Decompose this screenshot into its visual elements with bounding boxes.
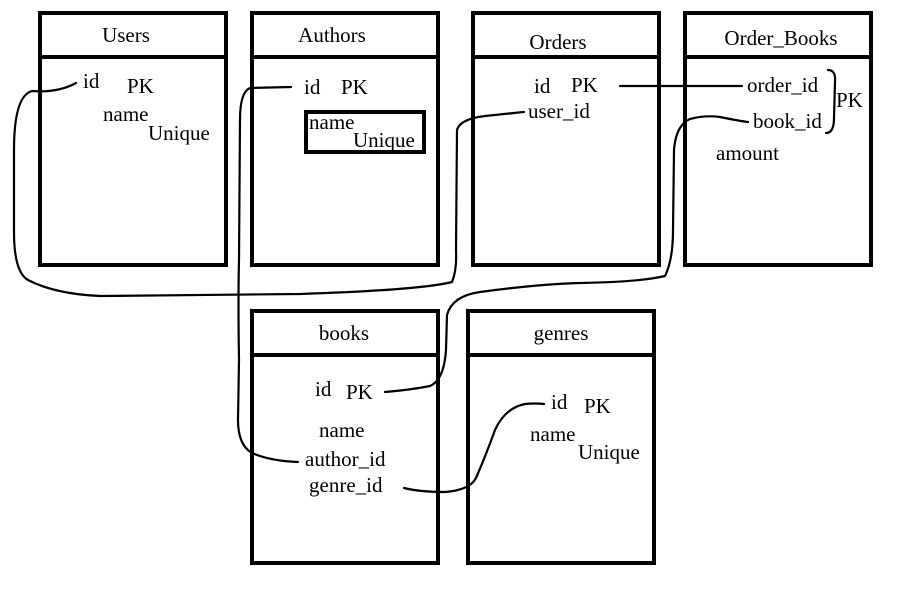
table-orders-title: Orders (529, 30, 586, 54)
genres-id-field: id (551, 390, 568, 414)
table-authors-title: Authors (298, 23, 366, 47)
genres-id-pk-marker: PK (584, 394, 611, 418)
table-orders-box (471, 11, 661, 267)
books-genre-id-field: genre_id (309, 473, 383, 497)
authors-id-field: id (304, 75, 321, 99)
table-users-box (38, 11, 228, 267)
table-books-box (250, 309, 440, 565)
orders-id-field: id (534, 74, 551, 98)
users-name-unique-marker: Unique (148, 121, 210, 145)
order-books-order-id-field: order_id (747, 73, 819, 97)
order-books-composite-pk-bracket (824, 68, 837, 135)
table-order-books-box (683, 11, 873, 267)
genres-name-field: name (530, 422, 575, 446)
table-books-title: books (319, 321, 369, 345)
authors-name-field: name (309, 110, 354, 134)
table-users-title: Users (102, 23, 150, 47)
relation-authors-id-to-books-author-id (236, 85, 300, 464)
table-users: Users id PK name Unique (38, 11, 228, 267)
table-genres-box (466, 309, 656, 565)
books-id-pk-marker: PK (346, 380, 373, 404)
genres-name-unique-marker: Unique (578, 440, 640, 464)
users-name-field: name (103, 102, 148, 126)
orders-user-id-field: user_id (528, 99, 590, 123)
order-books-composite-pk-marker: PK (836, 88, 863, 112)
table-order-books-title: Order_Books (724, 26, 837, 50)
order-books-book-id-field: book_id (753, 109, 822, 133)
table-order-books: Order_Books order_id book_id PK amount (683, 11, 873, 267)
authors-name-highlight-box (304, 110, 426, 154)
relation-users-id-to-orders-user-id (12, 81, 526, 298)
table-orders: Orders id PK user_id (471, 11, 661, 267)
order-books-amount-field: amount (716, 141, 779, 165)
relation-books-id-to-order-books-book-id (383, 115, 750, 394)
users-id-field: id (83, 69, 100, 93)
table-genres-title: genres (534, 321, 589, 345)
table-genres: genres id PK name Unique (466, 309, 656, 565)
users-id-pk-marker: PK (127, 74, 154, 98)
table-authors-box (250, 11, 440, 267)
books-name-field: name (319, 418, 364, 442)
books-id-field: id (315, 377, 332, 401)
authors-name-unique-marker: Unique (353, 128, 415, 152)
books-author-id-field: author_id (305, 447, 386, 471)
table-books: books id PK name author_id genre_id (250, 309, 440, 565)
authors-id-pk-marker: PK (341, 75, 368, 99)
table-authors: Authors id PK name Unique (250, 11, 440, 267)
relation-genres-id-to-books-genre-id (402, 402, 546, 494)
orders-id-pk-marker: PK (571, 73, 598, 97)
